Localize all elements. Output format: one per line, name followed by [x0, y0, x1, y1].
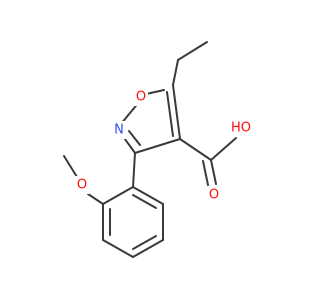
methoxy-oxygen-atom: O — [75, 176, 89, 194]
ring-oxygen-label: O — [136, 90, 146, 105]
bond-c5-ethyl-ch2 — [172, 59, 179, 86]
bond-ph-methoxy-o — [87, 193, 104, 205]
bond-cooh-carbonyl-a — [210, 159, 217, 185]
bond-c4-c5-outer — [172, 84, 181, 140]
structure-canvas: O N HO O O — [63, 41, 253, 258]
bond-ph-inner-c6-c1 — [132, 194, 157, 209]
bond-methoxy-o-ch3 — [63, 155, 78, 178]
carbonyl-oxygen-atom: O — [207, 186, 221, 204]
bond-ph-inner-c4-c5 — [132, 235, 157, 250]
carbonyl-oxygen-label: O — [209, 188, 219, 203]
molecule-drawing: O N HO O O — [63, 41, 253, 258]
bond-c4-cooh — [179, 138, 212, 161]
ring-nitrogen-atom: N — [112, 121, 126, 139]
bond-o1-c5 — [145, 89, 165, 95]
bond-ph-c1-c2 — [102, 186, 134, 205]
bond-n2-c3-inner — [128, 130, 141, 146]
bond-ph-c4-c5 — [132, 239, 164, 258]
bond-cooh-carbonyl-b — [202, 160, 209, 186]
bond-cooh-hydroxyl — [210, 137, 237, 161]
bond-c4-c5-inner — [166, 91, 174, 137]
bond-ph-c3-c4 — [102, 239, 134, 258]
ring-nitrogen-label: N — [114, 123, 124, 138]
ring-oxygen-atom: O — [134, 88, 148, 106]
methoxy-oxygen-label: O — [77, 178, 87, 193]
hydroxyl-group: HO — [229, 119, 253, 137]
bond-c3-c4 — [134, 138, 181, 154]
bond-ph-c6-c1 — [132, 186, 164, 205]
bond-ethyl-ch2-ch3 — [177, 41, 208, 61]
hydroxyl-label: HO — [231, 121, 251, 136]
bond-layer — [63, 41, 237, 258]
bond-c3-phenyl — [132, 152, 136, 188]
atom-label-layer: O N HO O O — [75, 88, 253, 204]
